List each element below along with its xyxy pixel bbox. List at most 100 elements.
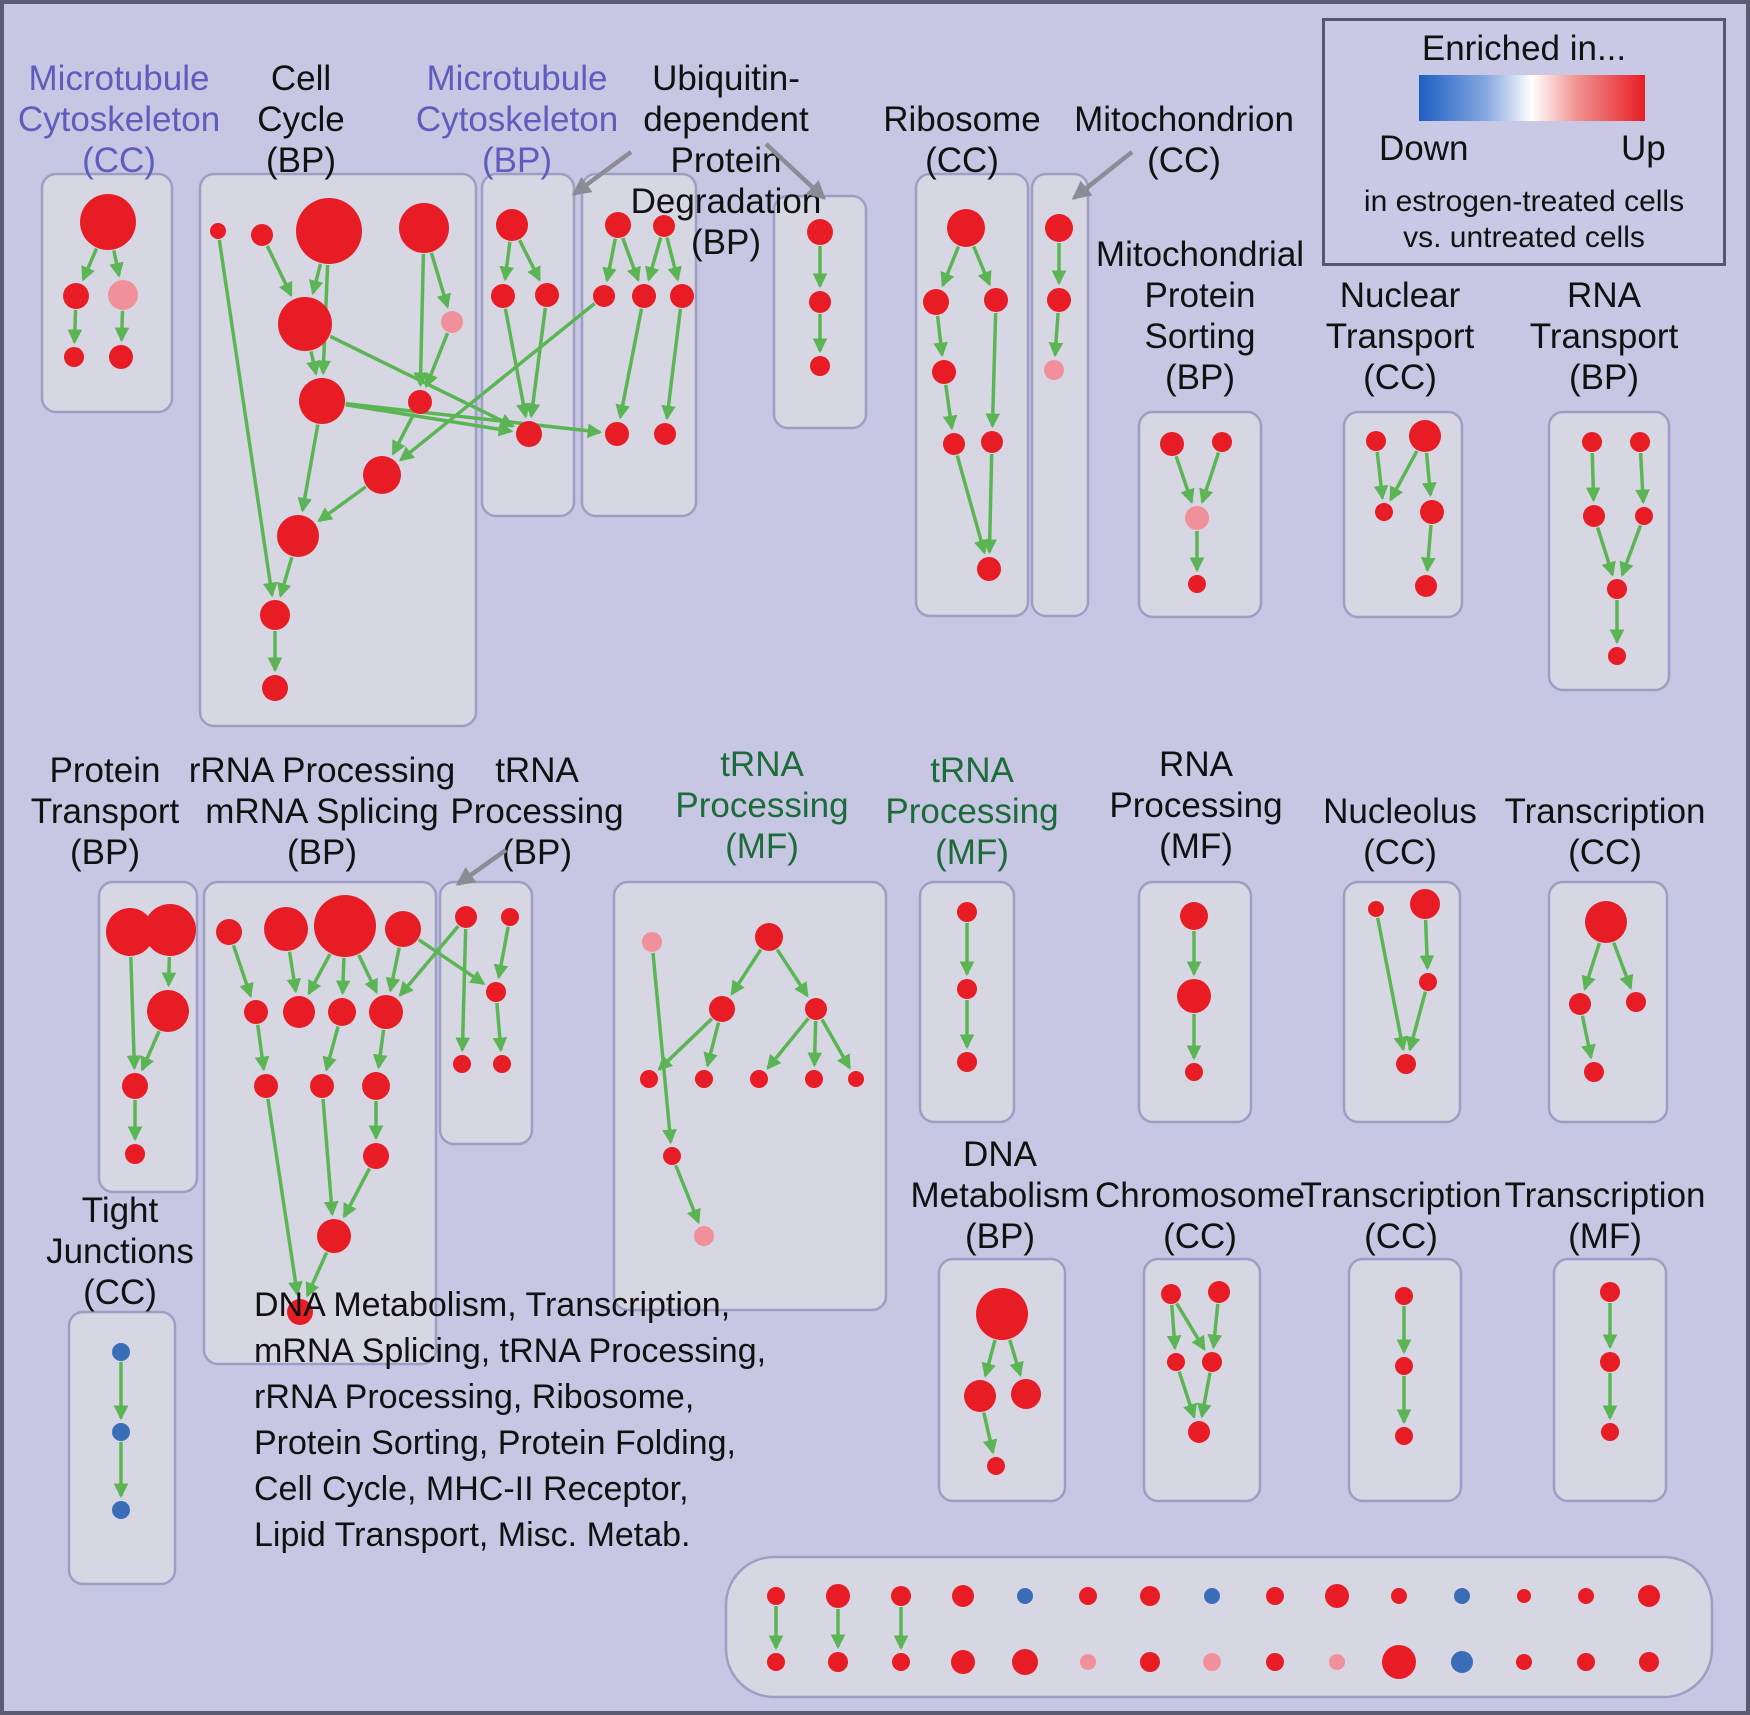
relation-arrow	[126, 956, 142, 1071]
relation-arrow	[372, 1029, 388, 1070]
go-term-node	[1208, 1281, 1230, 1303]
relation-arrow	[342, 1167, 372, 1219]
cluster-box-nuclear-transport-cc	[1342, 410, 1464, 619]
relation-arrow	[674, 1164, 701, 1225]
relation-arrow	[286, 951, 302, 994]
cluster-label: Transcription(CC)	[1505, 792, 1706, 872]
go-term-node	[1415, 575, 1437, 597]
cluster-box-ubiquitin-degradation-bp	[580, 172, 698, 518]
legend-down-label: Down	[1379, 129, 1469, 168]
go-term-node	[108, 280, 138, 310]
go-term-node	[891, 1586, 911, 1606]
go-term-node	[1212, 432, 1232, 452]
relation-arrow	[493, 926, 510, 980]
relation-arrow	[429, 252, 451, 309]
go-term-node	[1577, 1653, 1595, 1671]
cluster-box-trna-processing-mf	[612, 880, 888, 1312]
go-term-node	[605, 212, 631, 238]
go-term-node	[1391, 1588, 1407, 1604]
go-term-node	[1601, 1423, 1619, 1441]
go-term-node	[964, 1380, 996, 1412]
go-term-node	[1203, 1653, 1221, 1671]
cluster-label: Transcription(MF)	[1505, 1176, 1706, 1256]
go-term-node	[826, 1584, 850, 1608]
relation-arrow	[982, 1412, 998, 1455]
cluster-box-dna-metabolism-bp	[937, 1257, 1067, 1503]
go-term-node	[957, 902, 977, 922]
go-term-node	[1585, 901, 1627, 943]
go-term-node	[1188, 1421, 1210, 1443]
go-term-node	[632, 284, 656, 308]
relation-arrow	[306, 350, 321, 376]
relation-arrow	[357, 954, 379, 995]
go-term-node	[1140, 1586, 1160, 1606]
relation-arrow	[1635, 452, 1650, 505]
cluster-box-microtubule-cytoskeleton-bp	[480, 172, 576, 518]
go-term-node	[805, 998, 827, 1020]
go-term-node	[80, 194, 136, 250]
relation-arrow	[231, 944, 254, 998]
go-term-node	[63, 283, 89, 309]
go-term-node	[605, 422, 629, 446]
go-term-node	[1600, 1352, 1620, 1372]
go-term-node	[535, 283, 559, 307]
relation-arrow	[1008, 1339, 1024, 1377]
relation-arrow	[602, 238, 618, 283]
relation-arrow	[661, 308, 683, 421]
relation-arrow	[940, 245, 961, 288]
go-term-node	[807, 219, 833, 245]
relation-arrow	[503, 308, 531, 419]
go-term-node	[1419, 973, 1437, 991]
go-term-node	[244, 1000, 268, 1024]
go-term-node	[1584, 1062, 1604, 1082]
go-term-node	[640, 1070, 658, 1088]
go-term-node	[892, 1653, 910, 1671]
cluster-box-mitochondrion-cc	[1030, 172, 1090, 618]
relation-arrow	[398, 302, 596, 462]
relation-arrow	[955, 455, 989, 555]
legend-title: Enriched in...	[1421, 29, 1627, 68]
go-term-node	[1140, 1652, 1160, 1672]
go-term-node	[951, 1650, 975, 1674]
go-term-node	[287, 1299, 313, 1325]
relation-arrow	[424, 332, 450, 389]
go-term-node	[493, 1055, 511, 1073]
go-term-node	[216, 919, 242, 945]
relation-arrow	[417, 938, 486, 986]
relation-arrow	[266, 1098, 303, 1297]
go-term-node	[1583, 505, 1605, 527]
relation-arrow	[1389, 450, 1419, 502]
go-term-node	[1204, 1588, 1220, 1604]
go-term-node	[363, 456, 401, 494]
go-term-node	[1639, 1652, 1659, 1672]
go-term-node	[328, 998, 356, 1026]
relation-arrow	[322, 1026, 340, 1072]
go-term-node	[1167, 1353, 1185, 1371]
relation-arrow	[615, 308, 644, 420]
go-term-node	[399, 203, 449, 253]
relation-arrow	[1175, 1302, 1206, 1352]
go-term-node	[254, 1074, 278, 1098]
go-term-node	[441, 311, 463, 333]
relation-arrow	[492, 1002, 508, 1053]
relation-arrow	[665, 237, 682, 282]
relation-arrow	[1048, 312, 1064, 358]
go-term-node	[1396, 1054, 1416, 1074]
go-term-node	[1517, 1589, 1531, 1603]
label-pointer-arrow	[1071, 150, 1134, 200]
go-term-node	[976, 1288, 1028, 1340]
go-term-node	[106, 908, 154, 956]
go-term-node	[709, 996, 735, 1022]
go-term-node	[805, 1070, 823, 1088]
cluster-box-trna-processing-bp	[438, 880, 534, 1146]
go-term-node	[1202, 1352, 1222, 1372]
go-term-node	[1044, 360, 1064, 380]
go-term-node	[283, 996, 315, 1028]
